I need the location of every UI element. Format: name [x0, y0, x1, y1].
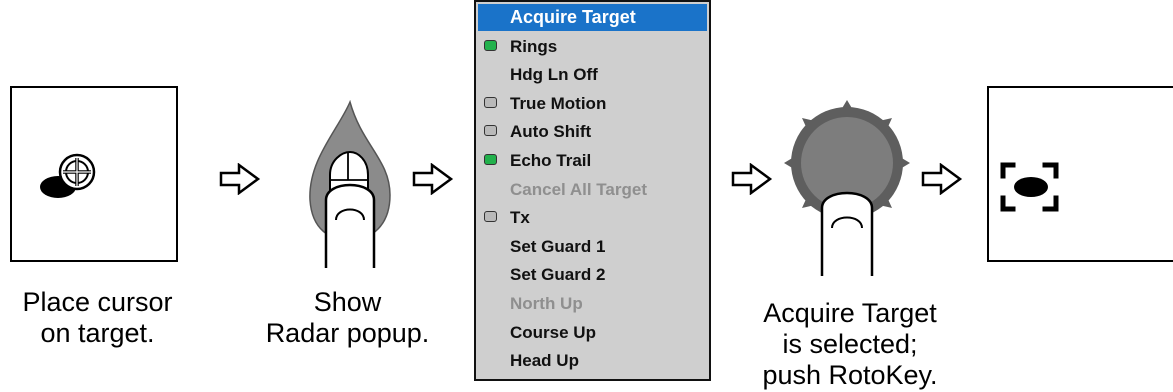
right-arrow-icon: [412, 163, 454, 195]
menu-item-head-up[interactable]: Head Up: [478, 347, 707, 374]
indicator-off-icon: [484, 211, 497, 223]
step-1-caption: Place cursor on target.: [22, 287, 173, 348]
menu-item-label: Course Up: [510, 322, 596, 342]
right-arrow-icon: [921, 163, 963, 195]
menu-item-set-guard-1[interactable]: Set Guard 1: [478, 233, 707, 260]
indicator-on-icon: [484, 39, 497, 51]
menu-item-label: Acquire Target: [510, 7, 636, 27]
menu-item-course-up[interactable]: Course Up: [478, 319, 707, 346]
step-3-caption: Acquire Target is selected; push RotoKey…: [762, 298, 938, 390]
menu-item-hdg-ln-off[interactable]: Hdg Ln Off: [478, 61, 707, 88]
rotokey-knob-icon[interactable]: [782, 98, 912, 278]
menu-item-rings[interactable]: Rings: [478, 33, 707, 60]
menu-item-label: True Motion: [510, 93, 607, 113]
acquired-target-symbol-icon: [1000, 162, 1059, 212]
menu-item-north-up[interactable]: North Up: [478, 290, 707, 317]
menu-item-tx[interactable]: Tx: [478, 204, 707, 231]
menu-item-label: Auto Shift: [510, 122, 592, 142]
menu-item-label: Hdg Ln Off: [510, 65, 598, 85]
menu-item-label: Echo Trail: [510, 151, 592, 170]
menu-item-set-guard-2[interactable]: Set Guard 2: [478, 261, 707, 288]
menu-item-label: Tx: [510, 208, 530, 228]
target-echo: [1014, 177, 1048, 197]
menu-item-label: Head Up: [510, 351, 579, 371]
cursor-on-target-icon: [40, 153, 96, 198]
crosshair-cursor-icon: [58, 153, 96, 191]
indicator-off-icon: [484, 96, 497, 108]
menu-item-label: North Up: [510, 294, 583, 313]
right-arrow-icon: [219, 163, 261, 195]
hand-pressing-control-icon: [309, 100, 391, 268]
menu-item-acquire-target[interactable]: Acquire Target: [478, 4, 707, 31]
menu-item-echo-trail[interactable]: Echo Trail: [478, 147, 707, 174]
menu-item-auto-shift[interactable]: Auto Shift: [478, 118, 707, 145]
radar-screen-before: [10, 86, 178, 262]
menu-item-label: Rings: [510, 36, 558, 56]
menu-item-label: Set Guard 2: [510, 265, 606, 285]
menu-item-label: Cancel All Target: [510, 179, 647, 199]
radar-screen-after: [987, 86, 1173, 262]
indicator-on-icon: [484, 154, 497, 165]
indicator-off-icon: [484, 125, 497, 137]
right-arrow-icon: [731, 163, 773, 195]
menu-item-cancel-all-target[interactable]: Cancel All Target: [478, 176, 707, 203]
menu-item-true-motion[interactable]: True Motion: [478, 90, 707, 117]
step-2-caption: Show Radar popup.: [265, 287, 430, 348]
menu-item-label: Set Guard 1: [510, 236, 606, 256]
